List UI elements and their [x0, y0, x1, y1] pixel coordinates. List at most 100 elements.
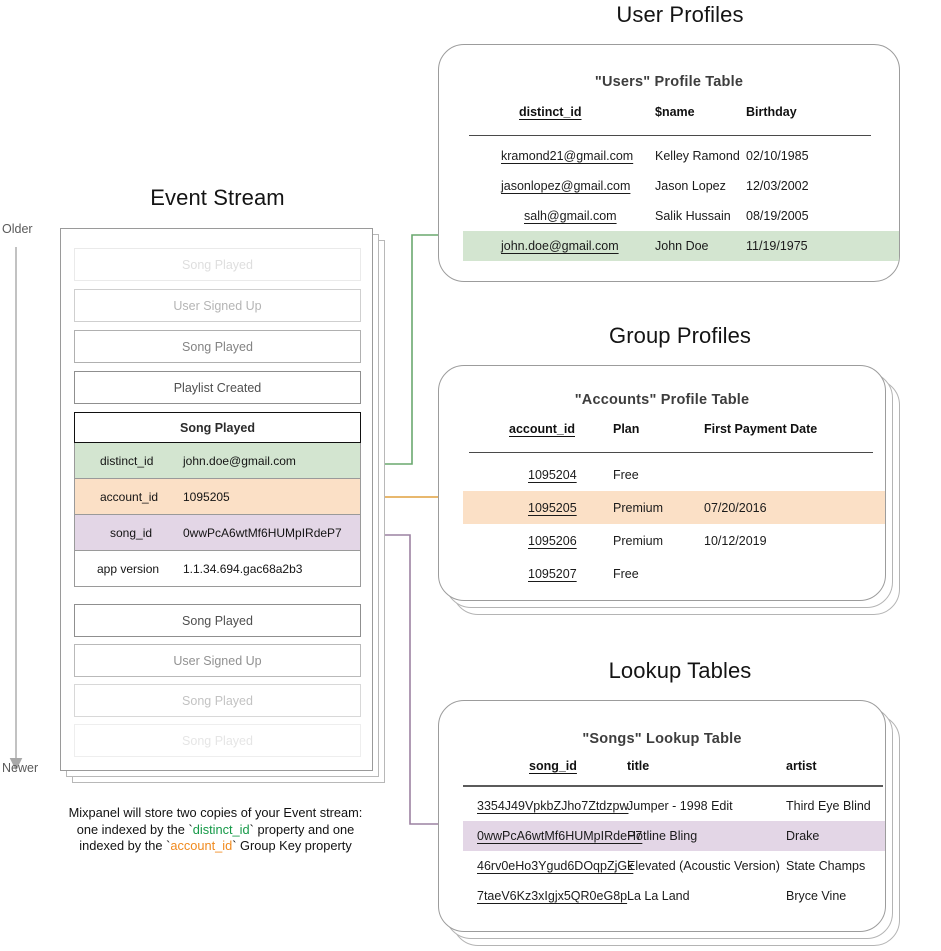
cell-plan: Free	[613, 467, 639, 482]
column-header-account-id: account_id	[509, 422, 575, 436]
group-profiles-title: Group Profiles	[608, 323, 751, 348]
event-label: Song Played	[182, 693, 253, 708]
cell-song-id: 46rv0eHo3Ygud6DOqpZjGk	[477, 859, 634, 873]
property-key: song_id	[110, 525, 153, 540]
table-row[interactable]: 46rv0eHo3Ygud6DOqpZjGk Elevated (Acousti…	[463, 851, 883, 881]
cell-account-id: 1095204	[528, 467, 577, 482]
event-property-row-app-version[interactable]: app version 1.1.34.694.gac68a2b3	[74, 551, 361, 587]
cell-birthday: 11/19/1975	[746, 239, 808, 253]
cell-artist: Bryce Vine	[786, 889, 847, 903]
accounts-table-title: "Accounts" Profile Table	[574, 392, 750, 408]
column-header-song-id: song_id	[529, 759, 577, 773]
table-row-highlighted[interactable]: john.doe@gmail.com John Doe 11/19/1975	[463, 231, 899, 261]
songs-table: song_id title artist 3354J49VpkbZJho7Ztd…	[439, 759, 885, 903]
event-box[interactable]: Playlist Created	[74, 371, 361, 404]
cell-name: Salik Hussain	[655, 209, 731, 223]
table-row[interactable]: 7taeV6Kz3xIgjx5QR0eG8p La La Land Bryce …	[463, 881, 883, 911]
cell-distinct-id: kramond21@gmail.com	[501, 149, 634, 163]
cell-distinct-id: john.doe@gmail.com	[501, 239, 619, 253]
event-stream-card-stack: Song Played User Signed Up Song Played P…	[60, 228, 385, 783]
focused-event-name: Song Played	[179, 420, 256, 435]
table-row[interactable]: kramond21@gmail.com Kelley Ramond 02/10/…	[469, 141, 871, 171]
newer-label: Newer	[2, 761, 39, 775]
event-property-row-song-id[interactable]: song_id 0wwPcA6wtMf6HUMpIRdeP7	[74, 515, 361, 551]
caption-line-2-post: ` property and one	[249, 821, 355, 837]
cell-title: Jumper - 1998 Edit	[627, 799, 733, 813]
cell-account-id: 1095205	[528, 500, 577, 515]
table-row[interactable]: salh@gmail.com Salik Hussain 08/19/2005	[469, 201, 871, 231]
property-value: john.doe@gmail.com	[183, 453, 296, 468]
cell-artist: State Champs	[786, 859, 866, 873]
event-label: User Signed Up	[173, 653, 262, 668]
table-row-highlighted[interactable]: 0wwPcA6wtMf6HUMpIRdeP7 Hotline Bling Dra…	[463, 821, 885, 851]
event-box[interactable]: Song Played	[74, 604, 361, 637]
event-box[interactable]: Song Played	[74, 330, 361, 363]
cell-song-id: 0wwPcA6wtMf6HUMpIRdeP7	[477, 829, 643, 843]
cell-account-id: 1095207	[528, 566, 577, 581]
event-label: Playlist Created	[173, 380, 262, 395]
caption-line-3-post: ` Group Key property	[232, 838, 352, 853]
event-property-row-distinct-id[interactable]: distinct_id john.doe@gmail.com	[74, 443, 361, 479]
property-key: account_id	[100, 489, 159, 504]
event-box[interactable]: Song Played	[74, 684, 361, 717]
caption-account-id-token: account_id	[170, 838, 233, 853]
users-table-header: distinct_id $name Birthday	[439, 105, 899, 133]
event-label: User Signed Up	[173, 298, 262, 313]
event-property-row-account-id[interactable]: account_id 1095205	[74, 479, 361, 515]
table-row[interactable]: 1095206 Premium 10/12/2019	[469, 524, 873, 557]
table-row-highlighted[interactable]: 1095205 Premium 07/20/2016	[463, 491, 885, 524]
cell-distinct-id: jasonlopez@gmail.com	[501, 179, 631, 193]
event-box[interactable]: User Signed Up	[74, 289, 361, 322]
songs-header-rule	[463, 785, 883, 787]
event-box[interactable]: Song Played	[74, 248, 361, 281]
cell-name: John Doe	[655, 239, 709, 253]
event-label: Song Played	[182, 733, 253, 748]
cell-plan: Free	[613, 566, 639, 581]
table-row[interactable]: 1095207 Free	[469, 557, 873, 590]
event-label: Song Played	[182, 339, 253, 354]
event-stream-caption: Mixpanel will store two copies of your E…	[28, 805, 403, 855]
table-row[interactable]: jasonlopez@gmail.com Jason Lopez 12/03/2…	[469, 171, 871, 201]
cell-artist: Third Eye Blind	[786, 799, 871, 813]
event-label: Song Played	[182, 257, 253, 272]
cell-title: La La Land	[627, 889, 690, 903]
property-key: app version	[97, 561, 160, 576]
event-stream-card: Song Played User Signed Up Song Played P…	[60, 228, 373, 771]
cell-title: Elevated (Acoustic Version)	[627, 859, 780, 873]
users-table: distinct_id $name Birthday kramond21@gma…	[439, 105, 899, 261]
lookup-tables-card: "Songs" Lookup Table song_id title artis…	[438, 700, 886, 932]
cell-name: Kelley Ramond	[655, 149, 740, 163]
user-profiles-card: "Users" Profile Table distinct_id $name …	[438, 44, 900, 282]
lookup-tables-card-stack: "Songs" Lookup Table song_id title artis…	[438, 700, 903, 948]
cell-birthday: 12/03/2002	[746, 179, 809, 193]
cell-birthday: 08/19/2005	[746, 209, 809, 223]
group-profiles-card: "Accounts" Profile Table account_id Plan…	[438, 365, 886, 601]
songs-table-title: "Songs" Lookup Table	[582, 731, 742, 747]
cell-birthday: 02/10/1985	[746, 149, 809, 163]
table-row[interactable]: 3354J49VpkbZJho7Ztdzpw Jumper - 1998 Edi…	[463, 791, 883, 821]
users-table-title: "Users" Profile Table	[594, 74, 744, 90]
lookup-tables-title: Lookup Tables	[608, 658, 752, 683]
event-label: Song Played	[182, 613, 253, 628]
group-profiles-card-stack: "Accounts" Profile Table account_id Plan…	[438, 365, 903, 615]
property-value: 0wwPcA6wtMf6HUMpIRdeP7	[183, 525, 342, 540]
caption-distinct-id-token: distinct_id	[192, 821, 250, 837]
property-value: 1.1.34.694.gac68a2b3	[183, 561, 303, 576]
older-label: Older	[2, 222, 33, 236]
property-value: 1095205	[183, 489, 230, 504]
table-row[interactable]: 1095204 Free	[469, 458, 873, 491]
column-header-artist: artist	[786, 759, 817, 773]
cell-first-payment-date: 07/20/2016	[704, 500, 767, 515]
songs-table-header: song_id title artist	[439, 759, 885, 787]
column-header-distinct-id: distinct_id	[519, 105, 582, 119]
column-header-title: title	[627, 759, 650, 773]
event-box[interactable]: Song Played	[74, 724, 361, 757]
focused-event-header[interactable]: Song Played	[74, 412, 361, 443]
event-box[interactable]: User Signed Up	[74, 644, 361, 677]
cell-first-payment-date: 10/12/2019	[704, 533, 767, 548]
caption-line-1: Mixpanel will store two copies of your E…	[68, 805, 363, 820]
column-header-first-payment-date: First Payment Date	[704, 422, 818, 436]
column-header-birthday: Birthday	[746, 105, 797, 119]
accounts-table-header: account_id Plan First Payment Date	[439, 422, 885, 450]
accounts-header-rule	[469, 452, 873, 454]
